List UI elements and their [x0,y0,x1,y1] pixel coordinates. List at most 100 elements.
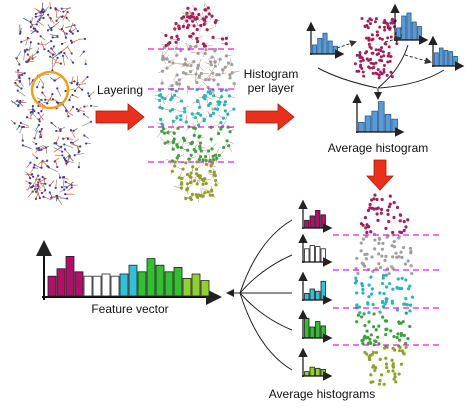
point [355,53,359,57]
point [197,105,202,110]
point [52,45,56,48]
point [51,93,54,96]
point [61,150,64,153]
point [18,124,21,128]
feature-bar [56,268,66,297]
point [179,99,184,103]
point [166,130,170,135]
point [379,55,383,59]
point [35,156,39,160]
histogram-bar [411,21,417,41]
point [373,247,377,251]
point [199,23,203,28]
normal-stroke [38,43,46,46]
histogram-bar [438,47,444,67]
point [186,6,190,10]
histogram-bar [315,246,321,263]
dashed-arrow [336,40,357,49]
point [46,159,49,162]
point [382,63,386,67]
histogram-bar [322,32,328,55]
point [71,93,74,97]
normal-stroke [33,185,42,188]
point [46,29,50,32]
normal-stroke [49,56,57,61]
point [404,345,408,349]
point [160,81,164,85]
point [83,105,86,108]
dashed-arrow [384,35,402,43]
point [359,65,363,69]
point [46,102,49,105]
point [70,186,73,189]
point [382,291,386,296]
point [58,176,62,179]
point [39,135,43,139]
point [170,35,174,40]
point [382,382,386,386]
point [398,345,402,350]
point [89,104,93,107]
histogram-bar [332,45,338,55]
point [174,21,178,26]
point [404,225,408,229]
point [53,142,56,145]
point [384,285,389,289]
normal-stroke [34,164,43,169]
point [211,154,215,158]
feature-bar [128,264,138,297]
point [55,129,58,133]
point [161,123,165,127]
normal-stroke [51,54,54,64]
point [399,362,404,366]
point [386,208,390,212]
normal-stroke [71,144,81,147]
point [398,338,402,342]
point [408,303,413,307]
point [227,94,231,98]
point [359,249,363,253]
point [211,111,216,115]
point [21,73,24,76]
point [391,266,395,271]
point [379,70,383,74]
point [202,44,207,48]
histogram-bar [315,367,321,377]
point [377,236,381,240]
point [189,180,193,185]
point [402,333,406,337]
point [406,259,410,263]
point [395,286,400,290]
normal-stroke [72,138,80,144]
histogram-bar [309,366,315,377]
point [383,18,387,22]
point [227,61,231,65]
point [406,287,411,291]
point [41,86,44,89]
point [362,312,366,316]
normal-stroke [58,28,67,35]
point [77,110,80,113]
point [404,297,408,301]
normal-stroke [10,100,19,107]
point [388,282,392,286]
point [378,357,382,361]
point [383,28,387,32]
point [357,69,361,73]
point [398,286,402,291]
point [29,41,32,44]
point [356,313,360,317]
arrow-right-2 [245,103,295,131]
point [18,63,21,66]
point [213,64,217,68]
point [394,251,398,255]
point [171,119,175,123]
point [365,23,369,27]
dashed-arrow [404,54,432,65]
point [44,98,47,101]
point [14,81,17,84]
point [25,48,28,51]
point [29,177,32,180]
point [71,105,75,109]
feature-bar [65,255,75,297]
